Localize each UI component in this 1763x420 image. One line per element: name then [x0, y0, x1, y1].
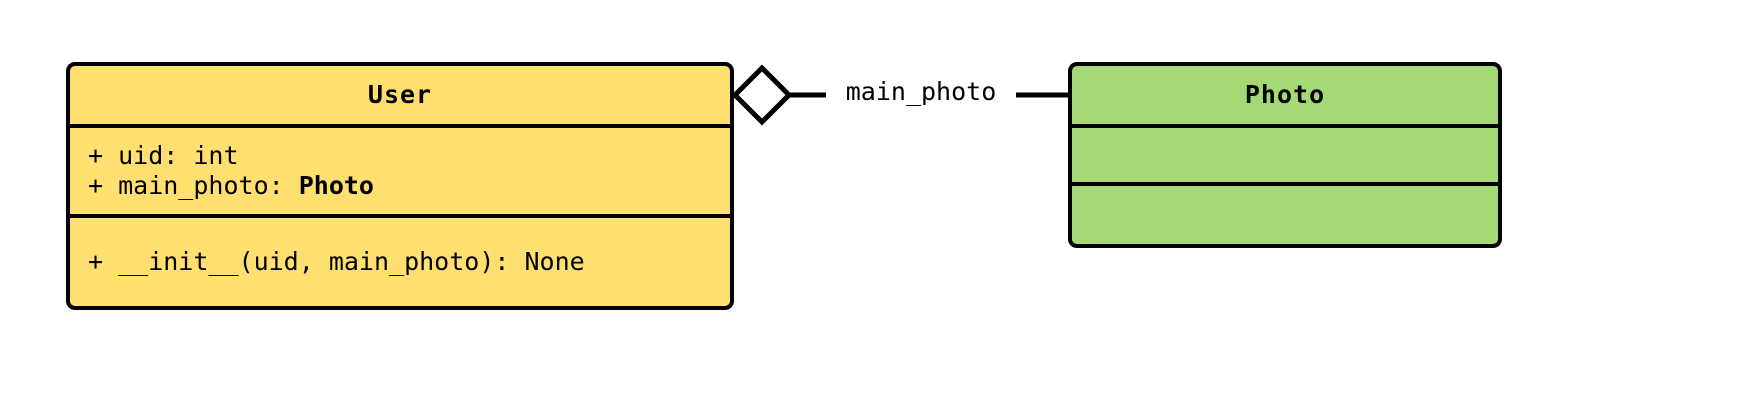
uml-class-user-title-compartment: User: [70, 66, 730, 124]
uml-class-photo-methods-compartment: [1072, 182, 1498, 244]
aggregation-edge-label: main_photo: [826, 78, 1016, 106]
uml-class-user-attributes-compartment: + uid: int + main_photo: Photo: [70, 124, 730, 214]
uml-attribute-type: Photo: [298, 171, 374, 200]
aggregation-diamond-icon: [731, 64, 793, 126]
uml-class-user[interactable]: User + uid: int + main_photo: Photo + __…: [66, 62, 734, 310]
uml-attribute-name: + main_photo:: [88, 171, 299, 200]
uml-attribute-row: + main_photo: Photo: [70, 171, 730, 202]
uml-class-user-title: User: [367, 80, 433, 110]
uml-class-user-methods-compartment: + __init__(uid, main_photo): None: [70, 214, 730, 306]
uml-class-photo-title-compartment: Photo: [1072, 66, 1498, 124]
uml-class-photo[interactable]: Photo: [1068, 62, 1502, 248]
uml-class-photo-attributes-compartment: [1072, 124, 1498, 182]
uml-attribute-row: + uid: int: [88, 140, 239, 170]
uml-method-row: + __init__(uid, main_photo): None: [88, 246, 585, 276]
uml-class-photo-title: Photo: [1244, 80, 1326, 110]
